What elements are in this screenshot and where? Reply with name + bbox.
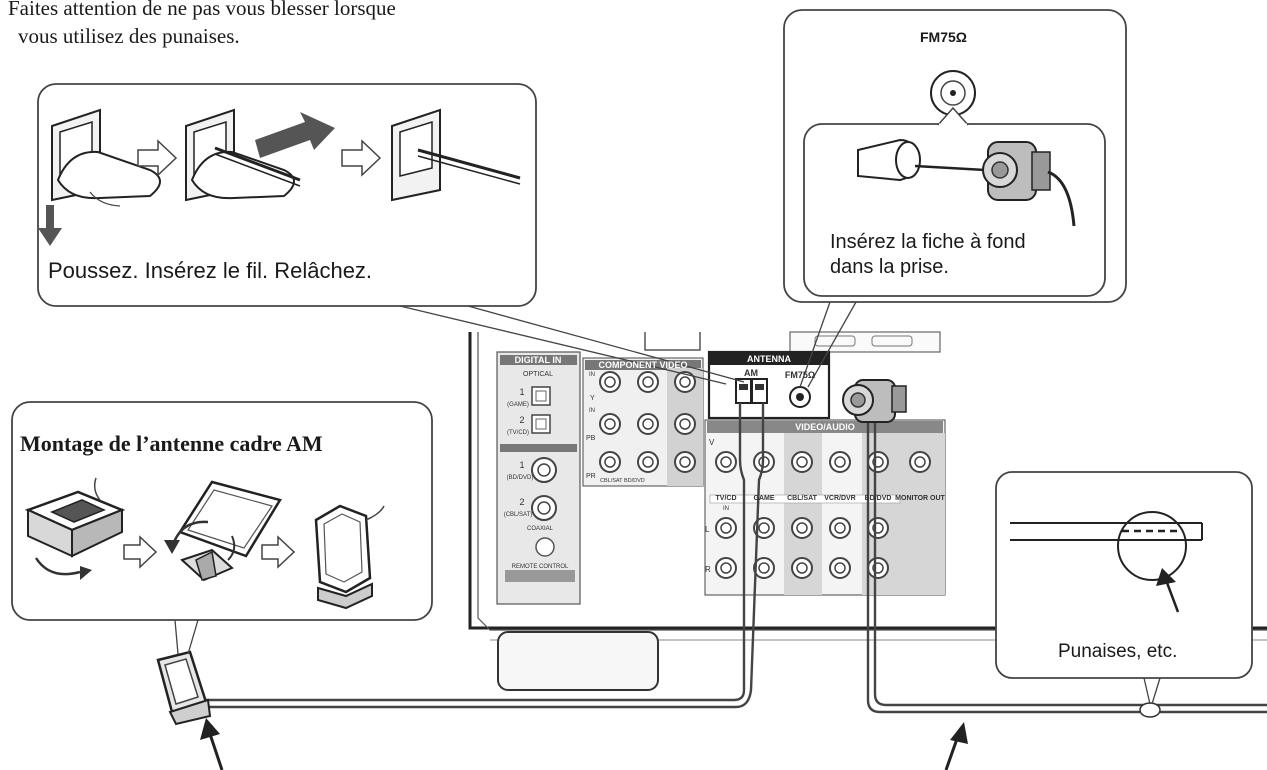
am-loop-callout-box — [11, 401, 433, 655]
fm-jack-callout-box — [783, 9, 1127, 388]
monitor-out-label: MONITOR OUT — [895, 495, 945, 502]
fm-jack-on-panel — [789, 386, 811, 408]
component-in1-label: IN — [589, 372, 595, 378]
antenna-header: ANTENNA — [747, 354, 791, 364]
thumbtack-callout-box — [995, 471, 1253, 705]
warning-text-line-1: Faites attention de ne pas vous blesser … — [8, 0, 396, 20]
step-release-illustration — [391, 108, 521, 202]
component-video-jacks — [599, 371, 696, 473]
video-row-label: V — [709, 438, 715, 447]
receiver-foot — [497, 631, 659, 691]
column-tvcd-label: TV/CD — [716, 495, 737, 502]
optical-label: OPTICAL — [523, 371, 553, 378]
audio-left-label: L — [705, 525, 710, 534]
thumbtack-arrow-icon — [1156, 568, 1176, 586]
coaxial-label: COAXIAL — [527, 526, 554, 532]
column-vcrdvr-label: VCR/DVR — [824, 495, 856, 502]
am-terminal-caption: Poussez. Insérez le fil. Relâchez. — [48, 258, 373, 283]
coaxial-1-source: (BD/DVD) — [507, 475, 534, 481]
loop-assembled-illustration — [314, 504, 385, 610]
digital-optical-jack-2 — [531, 414, 551, 434]
coaxial-1-number: 1 — [519, 460, 524, 470]
step-insert-illustration — [185, 108, 335, 202]
next-step-arrow-icon — [137, 139, 178, 177]
column-in-label: IN — [723, 506, 729, 512]
fm-antenna-cable — [866, 418, 1267, 714]
digital-in-2-number: 2 — [519, 415, 524, 425]
thumbtack-head-closeup — [1117, 511, 1187, 581]
component-pr-label: PR — [586, 473, 596, 480]
remote-control-jack — [535, 537, 555, 557]
digital-optical-jack-1 — [531, 386, 551, 406]
coaxial-2-source: (CBL/SAT) — [504, 512, 533, 518]
am-terminal-callout-box — [37, 83, 745, 385]
step-push-illustration — [38, 108, 161, 246]
loop-folded-illustration — [24, 477, 126, 580]
component-in2-label: IN — [589, 408, 595, 414]
coaxial-2-number: 2 — [519, 497, 524, 507]
remote-control-label: REMOTE CONTROL — [512, 564, 569, 570]
digital-in-1-source: (GAME) — [507, 402, 529, 408]
am-terminal — [735, 378, 768, 404]
fm-plug-connected — [842, 379, 907, 423]
fm-panel-label: FM75Ω — [785, 370, 815, 380]
component-pb-label: PB — [586, 435, 596, 442]
fm-caption-line-1: Insérez la fiche à fond — [830, 231, 1026, 253]
fm-jack-label: FM75Ω — [920, 29, 968, 45]
column-bddvd-label: BD/DVD — [865, 495, 892, 502]
component-y-label: Y — [590, 395, 595, 402]
audio-right-label: R — [705, 565, 711, 574]
receiver-rear-panel — [468, 331, 1267, 691]
video-audio-jacks — [715, 451, 931, 579]
am-terminal-label: AM — [744, 368, 758, 378]
digital-in-2-source: (TV/CD) — [507, 430, 529, 436]
digital-in-label: DIGITAL IN — [515, 355, 562, 365]
fm-plug-closeup — [857, 138, 1076, 227]
digital-coaxial-jack-1 — [531, 457, 557, 483]
am-loop-assembly-title: Montage de l’antenne cadre AM — [20, 431, 323, 456]
thumbtack-on-wire — [1139, 702, 1161, 718]
am-loop-antenna-standing — [156, 650, 212, 726]
am-antenna-cable — [205, 403, 746, 702]
column-game-label: GAME — [754, 495, 775, 502]
video-audio-label: VIDEO/AUDIO — [795, 422, 855, 432]
fm-antenna-pointer-arrow — [944, 722, 968, 770]
loop-unfolding-illustration — [164, 480, 282, 582]
fm-caption-line-2: dans la prise. — [830, 256, 949, 278]
component-video-label: COMPONENT VIDEO — [598, 360, 687, 370]
warning-text-line-2: vous utilisez des punaises. — [18, 24, 240, 48]
loop-antenna-pointer-arrow — [200, 718, 224, 770]
push-arrow-icon — [38, 205, 62, 246]
digital-in-1-number: 1 — [519, 387, 524, 397]
insert-arrow-icon — [255, 112, 335, 158]
digital-coaxial-jack-2 — [531, 495, 557, 521]
thumbtack-caption: Punaises, etc. — [1058, 641, 1178, 662]
column-cblsat-label: CBL/SAT — [787, 495, 818, 502]
component-bottom-label: CBL/SAT BD/DVD — [600, 478, 645, 484]
